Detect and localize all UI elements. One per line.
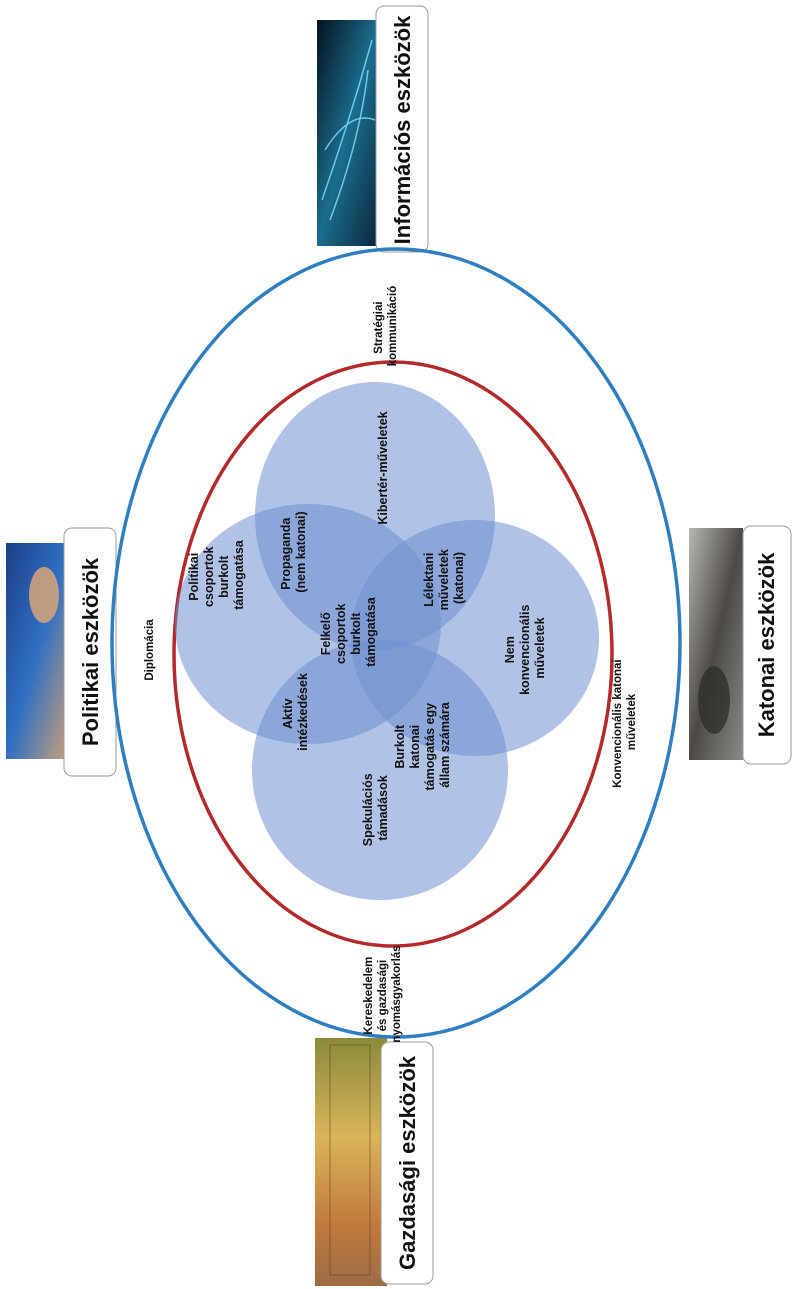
insurgent-support-line: Felkelő [319,612,333,655]
unconventional-line: Nem [503,636,517,663]
diplomacy-label: Diplomácia [144,619,156,681]
trade-line: Kereskedelem [363,957,375,1035]
diplomacy-text: Diplomácia [144,619,156,681]
military-instrument-card: Katonai eszközök [689,525,792,765]
trade-line: és gazdasági [377,960,389,1032]
unconventional-line: műveletek [533,617,547,678]
covert-political-support-line: burkolt [217,555,231,598]
psyops-label: Lélektani műveletek (katonai) [422,546,466,611]
information-label: Információs eszközök [390,15,415,244]
propaganda-label: Propaganda (nem katonai) [279,511,308,592]
economic-label: Gazdasági eszközök [395,1055,420,1270]
venn-diagram [175,382,599,900]
banknote-stripe-icon [329,1044,371,1276]
insurgent-support-line: támogatása [364,596,378,667]
information-instrument-card: Információs eszközök [317,5,429,253]
network-image [317,20,379,246]
military-label: Katonai eszközök [754,552,779,737]
covert-political-support-line: támogatása [232,539,246,610]
active-measures-label: Aktív intézkedések [281,673,310,751]
unconventional-label: Nem konvencionális műveletek [503,601,547,695]
active-measures-line: Aktív [281,698,295,729]
propaganda-line: Propaganda [279,517,293,590]
covert-political-support-label: Politikai csoportok burkolt támogatása [187,539,246,610]
economic-instrument-card: Gazdasági eszközök [315,1038,434,1286]
psyops-line: Lélektani [422,553,436,607]
covert-state-support-line: katonai [408,725,422,769]
unconventional-line: konvencionális [518,605,532,695]
strategic-communication-line: kommunikáció [387,286,399,367]
psyops-line: műveletek [437,549,451,610]
insurgent-support-line: burkolt [349,612,363,655]
strategic-communication-label: Stratégiai kommunikáció [373,286,399,367]
strategic-communication-line: Stratégiai [373,301,385,353]
trade-line: nyomásgyakorlás [391,945,403,1042]
covert-political-support-line: csoportok [202,546,216,606]
soldier-icon [698,666,730,734]
covert-political-support-line: Politikai [187,553,201,601]
speculative-attacks-line: támadások [376,775,390,840]
political-instrument-card: Politikai eszközök [6,527,117,777]
handshake-icon [29,567,59,623]
speculative-attacks-line: Spekulációs [361,773,375,846]
covert-state-support-label: Burkolt katonai támogatás egy állam szám… [393,699,452,790]
covert-state-support-line: Burkolt [393,724,407,769]
outer-ring [110,247,682,1039]
insurgent-support-label: Felkelő csoportok burkolt támogatása [319,596,378,667]
insurgent-support-line: csoportok [334,603,348,663]
speculative-attacks-label: Spekulációs támadások [361,770,390,846]
propaganda-line: (nem katonai) [294,511,308,592]
network-arcs-icon [321,39,376,221]
cyber-label: Kibertér-műveletek [376,411,390,524]
conventional-military-line: Konvencionális katonai [612,659,624,787]
conventional-military-label: Konvencionális katonai műveletek [612,656,638,788]
political-label: Politikai eszközök [78,557,103,746]
inner-ring [172,360,614,948]
conventional-military-line: műveletek [626,693,638,750]
trade-label: Kereskedelem és gazdasági nyomásgyakorlá… [363,945,403,1042]
banknotes-image [315,1038,387,1286]
cyber-text: Kibertér-műveletek [376,411,390,524]
covert-state-support-line: támogatás egy [423,703,437,791]
covert-state-support-line: állam számára [438,701,452,788]
venn-economic [252,640,508,900]
active-measures-line: intézkedések [296,673,310,751]
psyops-line: (katonai) [452,552,466,604]
